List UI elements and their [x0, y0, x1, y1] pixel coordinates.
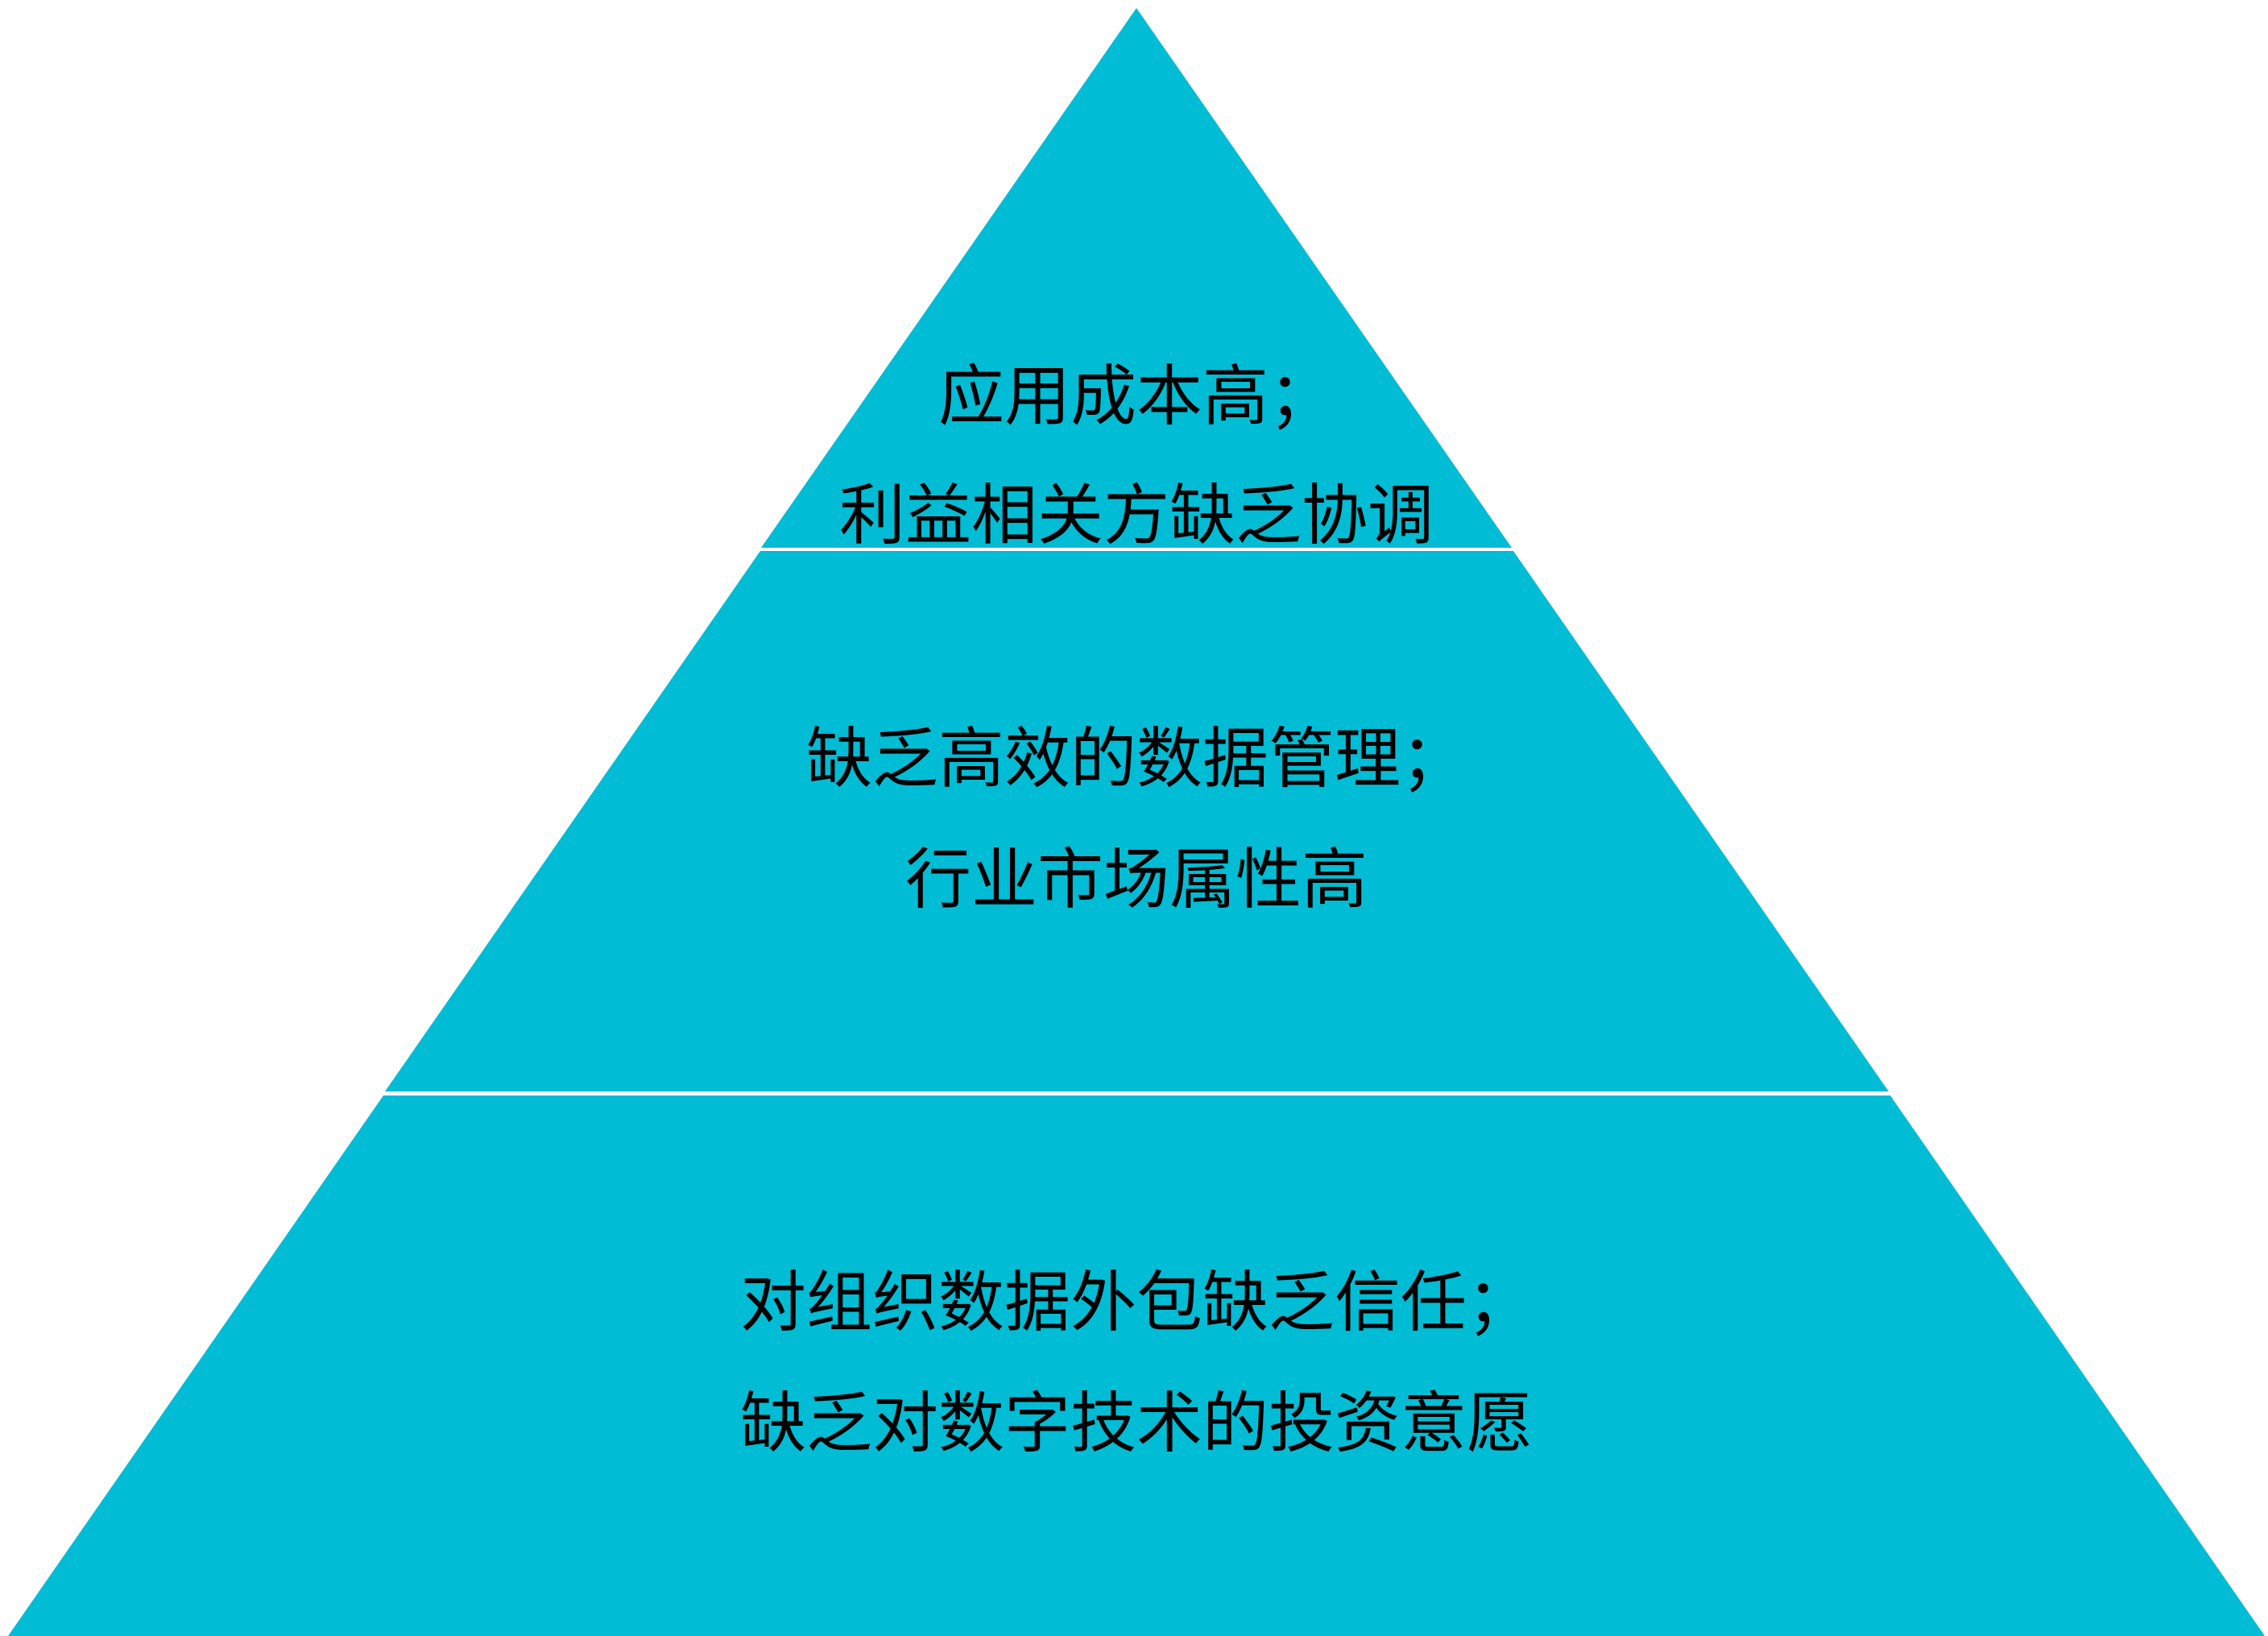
tier-top-shape: [761, 8, 1512, 548]
tier-middle-line-1: 缺乏高效的数据管理；: [806, 721, 1467, 797]
tier-top-line-2: 利益相关方缺乏协调: [839, 478, 1434, 554]
tier-bottom-shape: [8, 1095, 2265, 1636]
tier-bottom-line-1: 对组织数据外包缺乏信任；: [740, 1265, 1533, 1341]
tier-bottom-line-2: 缺乏对数字技术的投资意愿: [740, 1385, 1533, 1462]
tier-middle-shape: [385, 551, 1889, 1091]
tier-middle-line-2: 行业市场属性高: [905, 842, 1368, 918]
tier-top-line-1: 应用成本高；: [938, 358, 1335, 435]
